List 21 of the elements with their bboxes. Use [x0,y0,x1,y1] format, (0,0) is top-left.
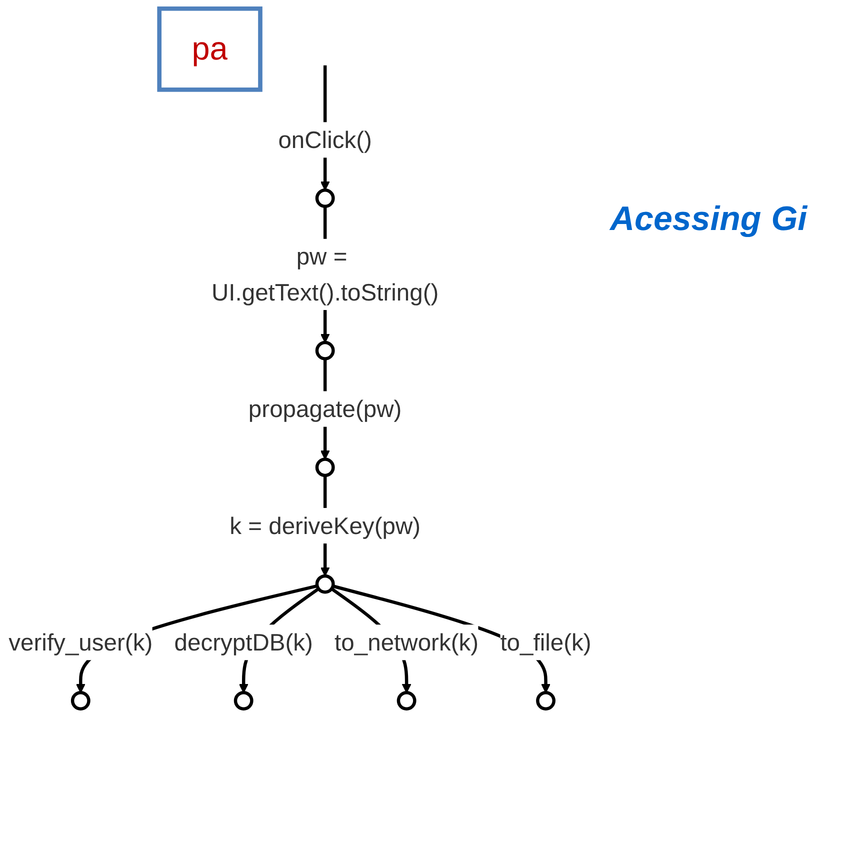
arrow [76,584,318,694]
edge-label: k = deriveKey(pw) [230,512,421,540]
edge-label: to_network(k) [334,628,479,656]
arrow [332,584,551,694]
annotation-text: Acessing [610,200,762,239]
node-circle [536,691,556,710]
node-circle [315,574,335,594]
edge-label: onClick() [278,126,372,154]
annotation-text: Gi [771,200,808,239]
edge-label: decryptDB(k) [174,628,313,656]
node-circle [234,691,254,710]
node-circle [396,691,416,710]
node-circle [315,458,335,478]
node-box: pa [157,6,262,92]
edge-label: verify_user(k) [8,628,153,656]
edge-label: to_file(k) [500,628,592,656]
node-circle [315,340,335,360]
node-circle [315,188,335,208]
edge-label: propagate(pw) [248,395,402,423]
edge-label: pw = UI.getText().toString() [211,243,439,306]
node-circle [70,691,90,710]
